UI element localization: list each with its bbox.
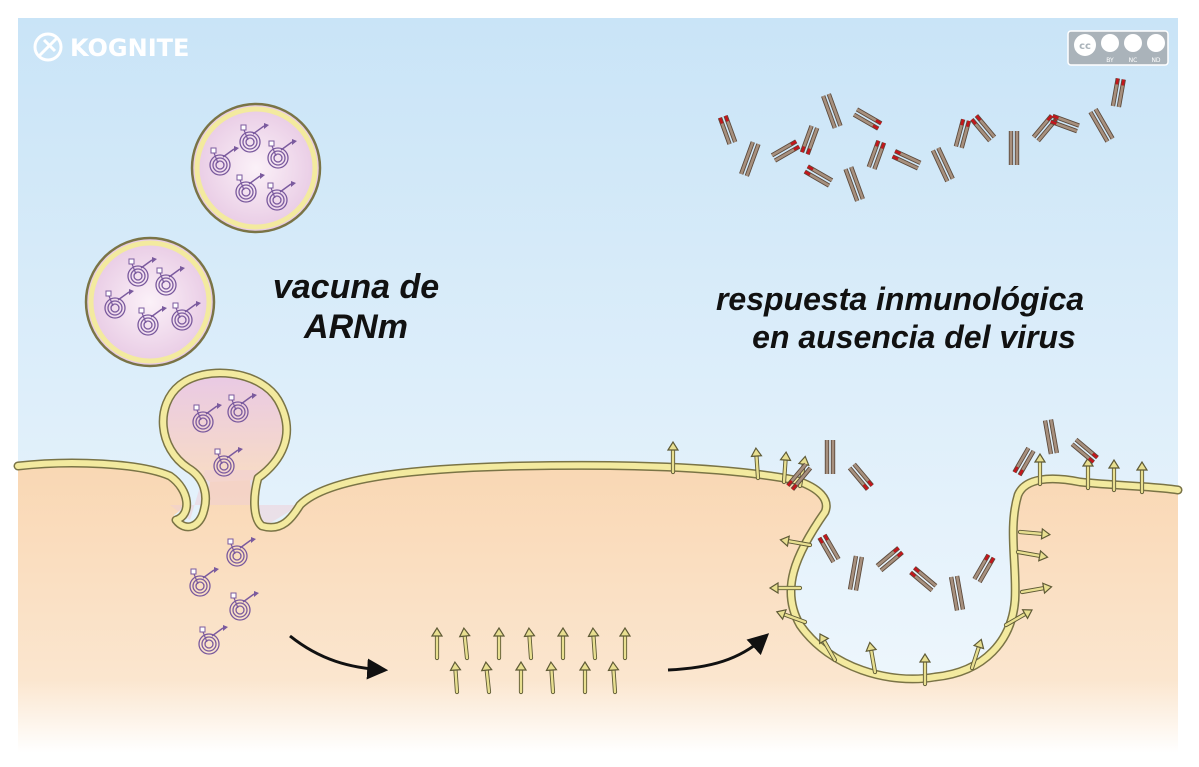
cc-text: cc (1079, 41, 1091, 52)
vesicle-2 (84, 236, 216, 368)
mrna-icon (239, 123, 269, 153)
spike-protein-icon (492, 626, 506, 661)
spike-protein-icon (607, 660, 620, 695)
mrna-icon (229, 591, 259, 621)
vaccine-label-line1: vacuna de (273, 268, 439, 306)
spike-protein-icon (969, 638, 985, 671)
spike-protein-icon (587, 626, 600, 661)
spike-protein-icon (458, 627, 471, 661)
license-term-nd: ND (1151, 57, 1160, 64)
spike-protein-icon (449, 660, 462, 695)
antibody-icon (891, 118, 972, 183)
spike-protein-icon (779, 450, 792, 485)
spike-protein-icon (768, 581, 803, 595)
fusing-vesicle (163, 373, 286, 482)
kognite-logo-icon (33, 32, 63, 62)
mrna-icon (137, 306, 167, 336)
spike-protein-icon (556, 626, 570, 661)
antibody-icon (1012, 419, 1099, 477)
cc-by-nc-nd-icon: cc BY NC ND (1067, 30, 1169, 66)
spike-protein-icon (514, 660, 528, 695)
mrna-icon (171, 301, 201, 331)
vaccine-label-line2: ARNm (303, 308, 408, 346)
spike-protein-icon (775, 608, 808, 625)
mrna-icon (189, 567, 219, 597)
mrna-icon (209, 146, 239, 176)
antibody-icon (717, 114, 801, 177)
spike-protein-icon (865, 641, 878, 675)
spike-protein-icon (1003, 609, 1033, 628)
antibody-icon (786, 440, 874, 491)
license-term-nc: NC (1129, 57, 1138, 64)
kognite-logo: KOGNITE (33, 32, 189, 62)
mrna-icon (198, 625, 228, 655)
spike-protein-icon (1033, 452, 1047, 487)
spike-protein-icon (1107, 458, 1121, 493)
spike-protein-icon (819, 633, 838, 663)
cell-membrane (13, 368, 1183, 684)
spike-protein-icon (578, 660, 592, 695)
spike-protein-icon (430, 626, 444, 661)
spike-protein-icon (545, 660, 558, 695)
spike-protein-icon (666, 440, 680, 475)
arrow-icon (667, 633, 770, 672)
mrna-icon (192, 403, 222, 433)
mrna-icon (266, 181, 296, 211)
mrna-icon (227, 393, 257, 423)
antibody-icon (909, 553, 996, 611)
antibody-icon (970, 114, 1058, 165)
spike-protein-icon (1015, 549, 1049, 562)
spike-protein-icon (523, 626, 536, 661)
brand-name: KOGNITE (70, 34, 189, 62)
mrna-icon (235, 173, 265, 203)
response-label-line1: respuesta inmunológica (716, 281, 1084, 317)
spike-protein-icon (779, 535, 813, 548)
spike-protein-icon (1019, 582, 1053, 595)
spike-protein-layer (430, 440, 1149, 695)
mrna-layer (104, 123, 297, 655)
spike-protein-icon (618, 626, 632, 661)
antibody-layer (717, 78, 1126, 611)
spike-protein-icon (480, 661, 493, 695)
response-label-line2: en ausencia del virus (752, 319, 1076, 355)
antibody-icon (817, 533, 904, 591)
mrna-icon (104, 289, 134, 319)
vesicle-1 (190, 102, 322, 234)
spike-protein-icon (1135, 460, 1149, 495)
antibody-icon (799, 93, 883, 156)
mrna-icon (127, 257, 157, 287)
mrna-icon (213, 447, 243, 477)
mrna-icon (226, 537, 256, 567)
mrna-icon (267, 139, 297, 169)
antibody-icon (1049, 78, 1126, 143)
spike-protein-icon (1017, 527, 1052, 540)
mrna-icon (155, 266, 185, 296)
spike-protein-icon (750, 446, 763, 481)
license-term-by: BY (1106, 57, 1114, 64)
antibody-icon (803, 139, 887, 202)
arrow-icon (289, 634, 389, 680)
spike-protein-icon (918, 652, 932, 687)
